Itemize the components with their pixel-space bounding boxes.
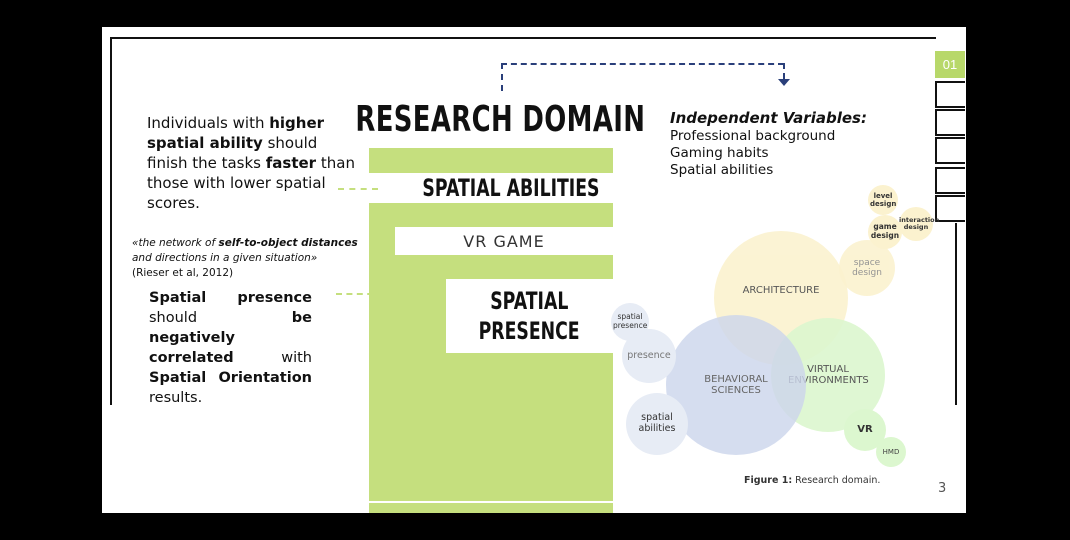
hypothesis2-text: with xyxy=(233,350,312,366)
space-design-label: space design xyxy=(852,257,882,278)
figure-caption-label: Figure 1: xyxy=(744,475,793,486)
presence-circle: presence xyxy=(622,329,676,383)
spatial-abilities-label: SPATIAL ABILITIES xyxy=(422,174,600,202)
vr-game-label: VR GAME xyxy=(463,231,545,251)
column-divider xyxy=(369,501,613,503)
hmd-circle: HMD xyxy=(876,437,906,467)
quote-text: and directions in a given situation» xyxy=(132,252,318,264)
architecture-label: ARCHITECTURE xyxy=(742,285,820,297)
space-design-circle: space design xyxy=(839,240,895,296)
variable-item: Spatial abilities xyxy=(670,162,774,178)
hypothesis2-bold: Spatial Orientation xyxy=(149,370,312,386)
section-tab[interactable] xyxy=(935,81,965,108)
vr-game-box: VR GAME xyxy=(395,227,613,255)
variable-item: Professional background xyxy=(670,128,836,144)
quote-bold: self-to-object distances xyxy=(218,237,358,249)
game-design-circle: game design xyxy=(868,215,902,249)
hypothesis1-text: should finish the tasks xyxy=(147,134,318,172)
section-tab-label: 01 xyxy=(942,57,958,72)
interaction-design-label: interaction design xyxy=(899,215,940,231)
hypothesis1-bold: faster xyxy=(265,154,317,172)
figure-caption: Figure 1: Research domain. xyxy=(744,475,880,486)
frame-top-border xyxy=(110,37,936,39)
connector-line-left xyxy=(501,63,503,91)
spatial-presence-small-label: spatial presence xyxy=(613,312,648,330)
level-design-label: level design xyxy=(870,191,897,208)
behavioral-sciences-circle: BEHAVIORAL SCIENCES xyxy=(666,315,806,455)
hypothesis-1: Individuals with higher spatial ability … xyxy=(147,113,357,213)
hmd-label: HMD xyxy=(882,447,900,456)
page-title: RESEARCH DOMAIN xyxy=(355,98,645,140)
vr-label: VR xyxy=(857,424,873,436)
quote-citation: (Rieser et al, 2012) xyxy=(132,267,234,279)
connector-line-right xyxy=(783,63,785,79)
hypothesis1-text: Individuals with xyxy=(147,114,270,132)
title-container: RESEARCH DOMAIN xyxy=(350,97,650,141)
spatial-presence-label-line1: SPATIAL xyxy=(490,287,569,315)
arrow-down-icon xyxy=(778,79,790,86)
spatial-presence-box: SPATIAL PRESENCE xyxy=(446,279,613,353)
section-tab-active[interactable]: 01 xyxy=(935,51,965,78)
slide: 01 RESEARCH DOMAIN SPATIAL ABILITIES VR … xyxy=(102,27,966,513)
section-tab[interactable] xyxy=(935,109,965,136)
section-tab[interactable] xyxy=(935,167,965,194)
spatial-abilities-small-label: spatial abilities xyxy=(638,412,676,434)
hypothesis1-connector xyxy=(338,188,378,190)
virtual-environments-label: VIRTUAL ENVIRONMENTS xyxy=(788,363,869,387)
variable-item: Gaming habits xyxy=(670,145,769,161)
page-number: 3 xyxy=(938,481,947,496)
section-tab[interactable] xyxy=(935,137,965,164)
independent-variables: Independent Variables: Professional back… xyxy=(670,108,870,179)
spatial-presence-label-line2: PRESENCE xyxy=(479,317,580,345)
quote: «the network of self-to-object distances… xyxy=(132,236,367,281)
hypothesis2-text: results. xyxy=(149,390,203,406)
level-design-circle: level design xyxy=(868,185,898,215)
quote-text: «the network of xyxy=(132,237,219,249)
independent-variables-heading: Independent Variables: xyxy=(670,109,867,127)
hypothesis1-text: than those with lower spatial scores. xyxy=(147,154,355,212)
spatial-abilities-circle: spatial abilities xyxy=(626,393,688,455)
hypothesis2-bold: be negatively correlated xyxy=(149,310,312,366)
interaction-design-circle: interaction design xyxy=(899,207,940,241)
hypothesis1-bold: higher spatial ability xyxy=(147,114,325,152)
hypothesis2-bold: Spatial presence xyxy=(149,290,312,306)
behavioral-sciences-label: BEHAVIORAL SCIENCES xyxy=(704,373,768,397)
figure-caption-text: Research domain. xyxy=(792,475,881,486)
frame-left-border xyxy=(110,37,112,405)
hypothesis2-text: should xyxy=(149,310,292,326)
hypothesis-2: Spatial presence should be negatively co… xyxy=(149,288,312,408)
frame-right-border xyxy=(955,223,957,405)
section-tab[interactable] xyxy=(935,195,965,222)
game-design-label: game design xyxy=(870,222,900,240)
spatial-abilities-box: SPATIAL ABILITIES xyxy=(369,173,613,203)
presence-label: presence xyxy=(627,349,671,361)
hypothesis2-connector xyxy=(336,293,446,295)
connector-line-top xyxy=(501,63,784,65)
